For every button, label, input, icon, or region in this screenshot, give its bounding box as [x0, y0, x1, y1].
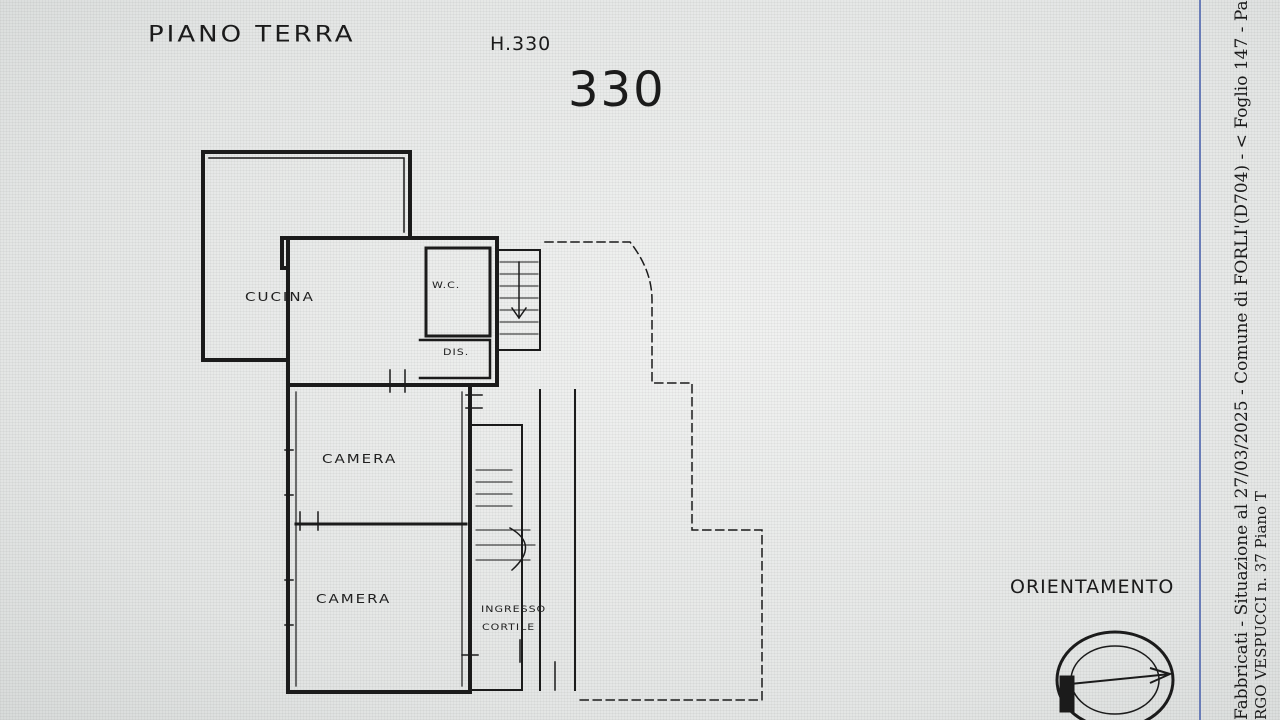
- room-label-wc: W.C.: [432, 280, 461, 291]
- room-label-camera-1: CAMERA: [322, 452, 398, 467]
- corridor-line: [539, 389, 576, 691]
- dis-wall: [418, 338, 492, 380]
- plan-title: PIANO TERRA: [148, 22, 356, 48]
- window-ticks: [284, 369, 556, 691]
- room-label-dis: DIS.: [443, 347, 470, 358]
- bedrooms-wall: [286, 383, 472, 694]
- courtyard-outline: [544, 241, 763, 701]
- room-label-cortile: CORTILE: [482, 622, 536, 633]
- stair-lower: [475, 469, 536, 561]
- height-label: H.330: [490, 33, 552, 55]
- staircase: [497, 249, 541, 351]
- wc-wall: [424, 246, 492, 338]
- kitchen-wall: [286, 236, 499, 387]
- height-number: 330: [568, 62, 666, 118]
- margin-line: [1199, 0, 1201, 720]
- stair-curve: [508, 526, 527, 572]
- room-label-ingresso: INGRESSO: [481, 604, 547, 615]
- room-label-cucina: CUCINA: [245, 290, 315, 305]
- terrace-wall: [201, 150, 412, 362]
- room-label-camera-2: CAMERA: [316, 592, 392, 607]
- compass-rose: [1055, 630, 1175, 720]
- stair-arrow: [510, 261, 528, 320]
- bedroom-inner: [295, 391, 463, 687]
- terrace-inner-wall: [208, 157, 405, 233]
- corridor-wall: [471, 424, 523, 691]
- margin-address: RGO VESPUCCI n. 37 Piano T: [1252, 491, 1270, 720]
- margin-caption: Fabbricati - Situazione al 27/03/2025 - …: [1232, 0, 1252, 720]
- orientation-label: ORIENTAMENTO: [1010, 576, 1175, 598]
